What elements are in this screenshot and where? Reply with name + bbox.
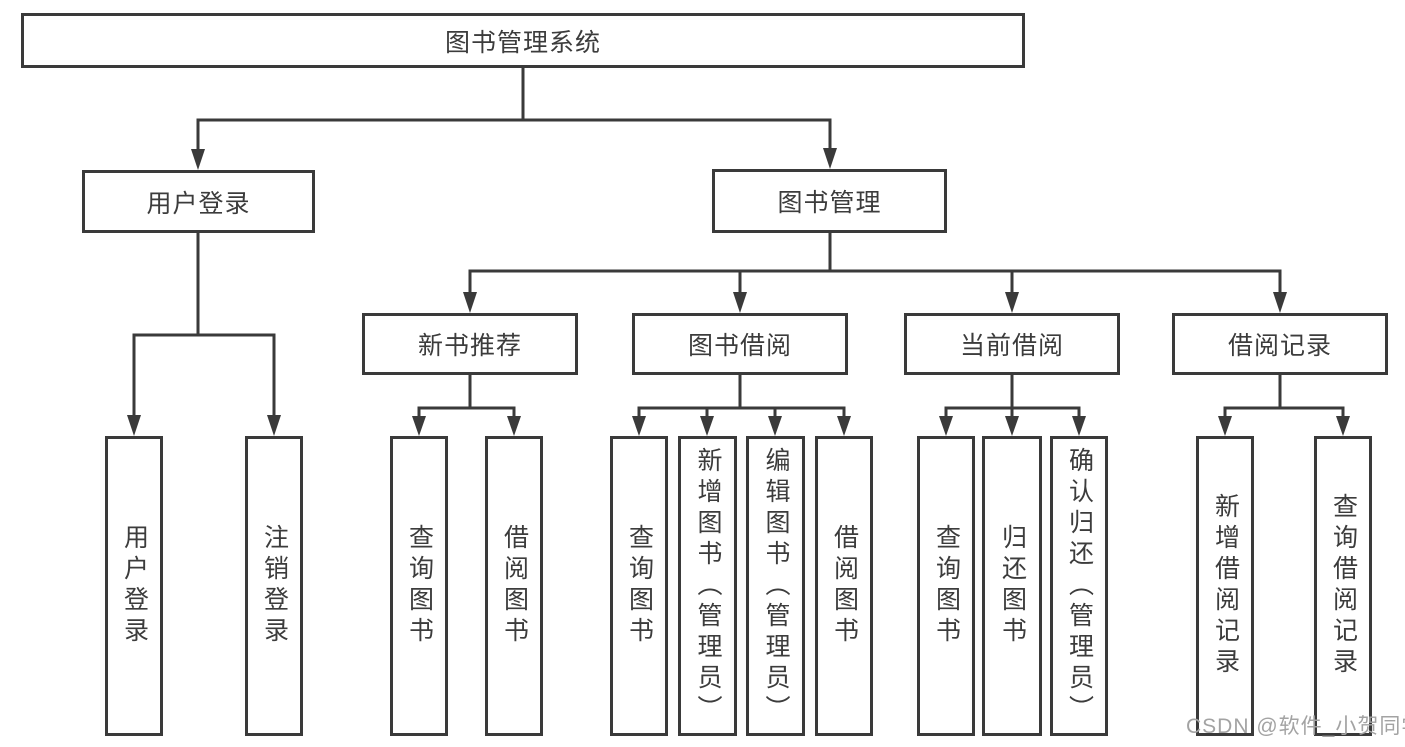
node-leaf-borrow-books: 借阅图书 bbox=[815, 436, 873, 736]
node-library-system: 图书管理系统 bbox=[21, 13, 1025, 68]
node-user-login: 用户登录 bbox=[82, 170, 315, 233]
node-leaf-query-books-recommend: 查询图书 bbox=[390, 436, 448, 736]
node-label: 用户登录 bbox=[120, 524, 149, 648]
node-label: 查询借阅记录 bbox=[1329, 493, 1358, 679]
node-label: 借阅图书 bbox=[500, 524, 529, 648]
node-leaf-query-books-current: 查询图书 bbox=[917, 436, 975, 736]
node-label: 查询图书 bbox=[625, 524, 654, 648]
connector-book-borrow-children bbox=[632, 373, 851, 436]
connector-user-login-children bbox=[127, 231, 281, 436]
node-new-book-recommend: 新书推荐 bbox=[362, 313, 578, 375]
node-leaf-borrow-books-recommend: 借阅图书 bbox=[485, 436, 543, 736]
node-leaf-logout: 注销登录 bbox=[245, 436, 303, 736]
node-label: 图书管理系统 bbox=[444, 28, 601, 57]
node-leaf-return-books: 归还图书 bbox=[982, 436, 1042, 736]
connector-new-book-recommend-children bbox=[412, 373, 521, 436]
node-label: 借阅记录 bbox=[1227, 332, 1332, 360]
node-label: 编辑图书（管理员） bbox=[762, 446, 790, 726]
node-label: 图书管理 bbox=[777, 189, 882, 217]
node-leaf-user-login: 用户登录 bbox=[105, 436, 163, 736]
node-label: 查询图书 bbox=[932, 524, 961, 648]
node-label: 注销登录 bbox=[260, 524, 289, 648]
connector-book-management-children bbox=[463, 231, 1287, 313]
node-label: 确认归还（管理员） bbox=[1065, 446, 1094, 726]
watermark: CSDN @软件_小贺同学 bbox=[1186, 715, 1405, 738]
node-leaf-add-books-admin: 新增图书（管理员） bbox=[678, 436, 737, 736]
connector-borrow-records-children bbox=[1218, 373, 1350, 436]
connector-current-borrow-children bbox=[939, 373, 1086, 436]
node-borrow-records: 借阅记录 bbox=[1172, 313, 1388, 375]
node-leaf-confirm-return-admin: 确认归还（管理员） bbox=[1050, 436, 1108, 736]
node-leaf-edit-books-admin: 编辑图书（管理员） bbox=[746, 436, 805, 736]
node-label: 用户登录 bbox=[146, 189, 251, 218]
node-label: 查询图书 bbox=[405, 524, 434, 648]
node-label: 借阅图书 bbox=[830, 524, 859, 648]
node-label: 新增借阅记录 bbox=[1211, 493, 1240, 679]
node-label: 新增图书（管理员） bbox=[694, 446, 722, 726]
node-book-borrow: 图书借阅 bbox=[632, 313, 848, 375]
node-leaf-add-borrow-record: 新增借阅记录 bbox=[1196, 436, 1254, 736]
connector-root-to-level2 bbox=[191, 66, 837, 170]
node-leaf-query-borrow-record: 查询借阅记录 bbox=[1314, 436, 1372, 736]
node-current-borrow: 当前借阅 bbox=[904, 313, 1120, 375]
node-leaf-query-books-borrow: 查询图书 bbox=[610, 436, 668, 736]
node-label: 图书借阅 bbox=[687, 332, 792, 360]
node-label: 当前借阅 bbox=[959, 332, 1064, 360]
node-book-management: 图书管理 bbox=[712, 169, 947, 233]
node-label: 新书推荐 bbox=[417, 332, 522, 360]
node-label: 归还图书 bbox=[998, 524, 1027, 648]
